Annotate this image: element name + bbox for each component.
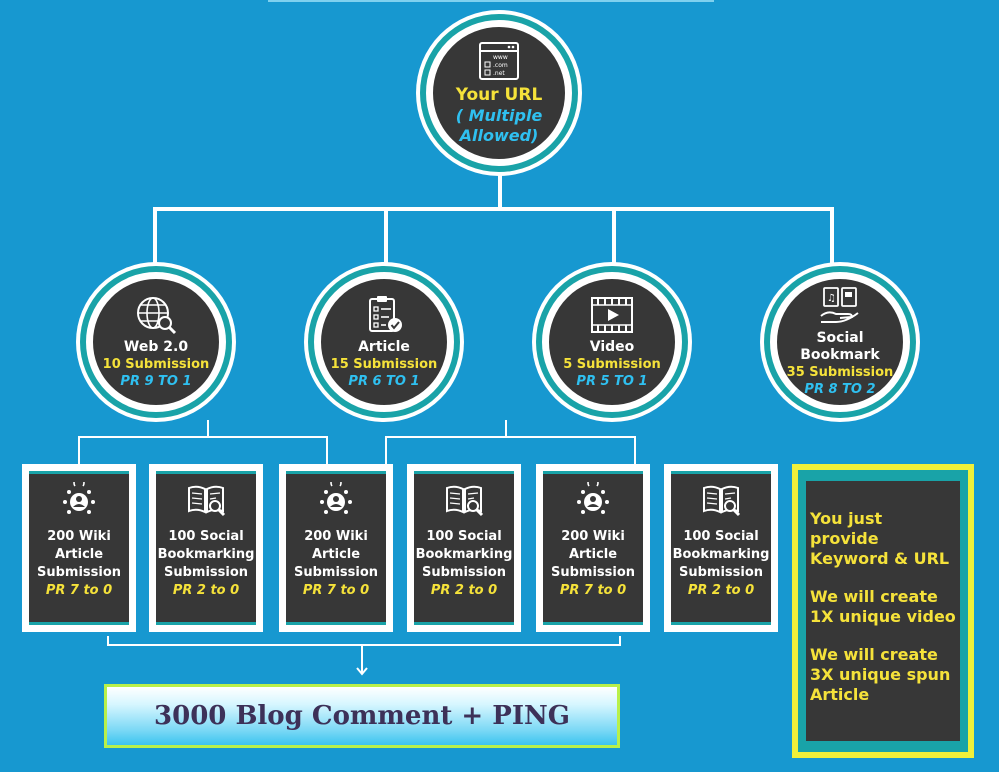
card6-line1: 100 Social [683, 529, 759, 544]
card5-line1: 200 Wiki [561, 529, 625, 544]
card4-line2: Bookmarking [415, 547, 513, 562]
globe-search-icon [137, 296, 177, 334]
root-node-your-url: www .com .net Your URL ( Multiple Allowe… [426, 20, 572, 166]
card1-line3: Submission [36, 565, 122, 580]
video-pr: PR 5 TO 1 [576, 373, 648, 389]
wiki-people-icon [577, 482, 609, 514]
card2-line1: 100 Social [168, 529, 244, 544]
tier2-card-4: 100 Social Bookmarking Submission PR 2 t… [407, 464, 521, 632]
card4-pr: PR 2 to 0 [430, 583, 498, 598]
node-web20: Web 2.0 10 Submission PR 9 TO 1 [86, 272, 226, 412]
svg-text:♫: ♫ [827, 293, 836, 304]
card4-line3: Submission [421, 565, 507, 580]
card5-line3: Submission [550, 565, 636, 580]
card3-line3: Submission [293, 565, 379, 580]
tier2-card-3: 200 Wiki Article Submission PR 7 to 0 [279, 464, 393, 632]
article-submission: 15 Submission [330, 356, 438, 372]
card3-pr: PR 7 to 0 [302, 583, 370, 598]
card4-line1: 100 Social [426, 529, 502, 544]
note-item-2: We will create 1X unique video [810, 587, 956, 626]
svg-text:.net: .net [493, 70, 505, 77]
web20-submission: 10 Submission [102, 356, 210, 372]
root-title: Your URL [455, 84, 543, 105]
info-note-panel: You just provide Keyword & URL We will c… [792, 464, 974, 758]
card5-line2: Article [568, 547, 618, 562]
card3-line2: Article [311, 547, 361, 562]
book-search-icon [446, 485, 484, 517]
card1-pr: PR 7 to 0 [45, 583, 113, 598]
top-divider [268, 0, 714, 2]
wiki-people-icon [320, 482, 352, 514]
card1-line2: Article [54, 547, 104, 562]
tier2-card-5: 200 Wiki Article Submission PR 7 to 0 [536, 464, 650, 632]
video-title: Video [589, 338, 635, 355]
social-bookmark-submission: 35 Submission [786, 365, 894, 380]
note-item-1: You just provide Keyword & URL [810, 509, 950, 568]
video-submission: 5 Submission [563, 356, 661, 372]
node-article: Article 15 Submission PR 6 TO 1 [314, 272, 454, 412]
book-search-icon [703, 485, 741, 517]
node-video: Video 5 Submission PR 5 TO 1 [542, 272, 682, 412]
bookmark-hand-icon: ♫ [820, 287, 859, 323]
svg-text:www: www [493, 54, 508, 61]
web20-pr: PR 9 TO 1 [120, 373, 192, 389]
article-pr: PR 6 TO 1 [348, 373, 420, 389]
card6-line3: Submission [678, 565, 764, 580]
node-social-bookmark: ♫ Social Bookmark 35 Submission PR 8 TO … [770, 272, 910, 412]
card1-line1: 200 Wiki [47, 529, 111, 544]
checklist-icon [369, 295, 402, 332]
book-search-icon [188, 485, 226, 517]
article-title: Article [358, 338, 410, 355]
web20-title: Web 2.0 [123, 338, 189, 355]
card2-pr: PR 2 to 0 [172, 583, 240, 598]
svg-text:.com: .com [493, 62, 508, 69]
blog-comment-ping-box: 3000 Blog Comment + PING [104, 684, 620, 748]
card2-line3: Submission [163, 565, 249, 580]
blog-comment-label: 3000 Blog Comment + PING [154, 701, 570, 731]
card5-pr: PR 7 to 0 [559, 583, 627, 598]
tier2-card-2: 100 Social Bookmarking Submission PR 2 t… [149, 464, 263, 632]
url-window-icon: www .com .net [479, 41, 519, 80]
root-subtitle: ( Multiple Allowed) [455, 105, 543, 145]
social-bookmark-pr: PR 8 TO 2 [804, 382, 876, 397]
wiki-people-icon [63, 482, 95, 514]
tier2-card-6: 100 Social Bookmarking Submission PR 2 t… [664, 464, 778, 632]
card6-line2: Bookmarking [672, 547, 770, 562]
card6-pr: PR 2 to 0 [687, 583, 755, 598]
social-bookmark-title: Social Bookmark [800, 330, 880, 363]
tier2-card-1: 200 Wiki Article Submission PR 7 to 0 [22, 464, 136, 632]
card2-line2: Bookmarking [157, 547, 255, 562]
video-film-icon [591, 296, 633, 333]
note-item-3: We will create 3X unique spun Article [810, 645, 951, 704]
card3-line1: 200 Wiki [304, 529, 368, 544]
